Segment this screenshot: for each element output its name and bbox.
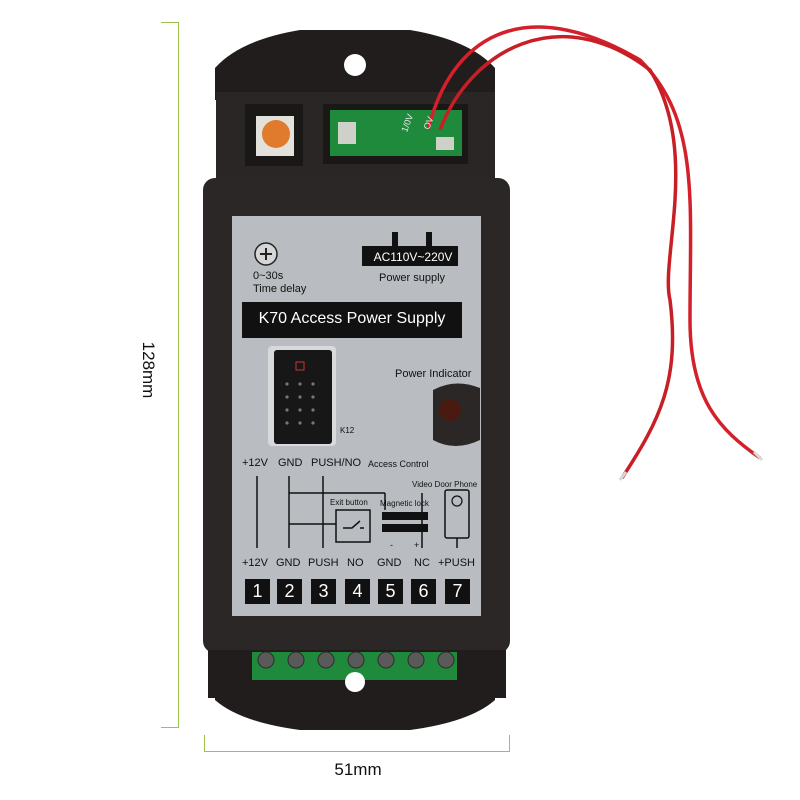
terminal-number-2: 2 (277, 579, 302, 604)
lock-positive-label: + (414, 540, 420, 550)
red-wire-1 (426, 25, 762, 460)
height-dimension-tick-top (161, 22, 179, 23)
bottom-label-no: NO (347, 557, 364, 569)
power-supply-label: Power supply (379, 272, 446, 284)
access-control-label: Access Control (368, 459, 429, 469)
keypad-icon (274, 350, 332, 444)
pcb-component (338, 122, 356, 144)
wiring-diagram (256, 476, 423, 548)
video-door-phone-label: Video Door Phone (412, 480, 478, 489)
width-dimension-label: 51mm (334, 760, 382, 779)
height-dimension-tick-bottom (161, 727, 179, 728)
bottom-label-gnd-2: GND (377, 557, 402, 569)
width-dimension-tick-right (509, 735, 510, 752)
terminal-number-5: 5 (378, 579, 403, 604)
terminal-number-1: 1 (245, 579, 270, 604)
top-label-push-no: PUSH/NO (311, 457, 362, 469)
exit-button-label: Exit button (330, 498, 368, 507)
pcb-component-2 (436, 137, 454, 150)
bottom-label-push-plus: +PUSH (438, 557, 475, 569)
red-wire-2 (438, 34, 678, 479)
bottom-label-nc: NC (414, 557, 430, 569)
width-dimension-line (204, 751, 510, 752)
magnetic-lock-label: Magnetic lock (380, 499, 429, 508)
top-label-gnd: GND (278, 457, 303, 469)
keypad-model-label: K12 (340, 426, 355, 435)
lock-negative-label: - (390, 540, 393, 550)
terminal-screws (257, 651, 455, 669)
height-dimension-line (178, 22, 179, 728)
terminal-number-4: 4 (345, 579, 370, 604)
device-title: K70 Access Power Supply (258, 310, 446, 327)
power-indicator-led-icon (439, 399, 461, 421)
bottom-label-gnd: GND (276, 557, 301, 569)
terminal-number-7: 7 (445, 579, 470, 604)
bottom-mounting-hole (345, 672, 365, 692)
width-dimension-tick-left (204, 735, 205, 752)
plug-symbol-icon (362, 232, 458, 266)
time-range-label: 0~30s (253, 270, 284, 282)
magnetic-lock-symbol-icon (382, 512, 428, 520)
terminal-number-3: 3 (311, 579, 336, 604)
exit-button-symbol-icon (335, 509, 371, 543)
bottom-label-12v: +12V (242, 557, 268, 569)
terminal-number-6: 6 (411, 579, 436, 604)
time-delay-label: Time delay (253, 283, 307, 295)
input-voltage-label: AC110V~220V (373, 250, 453, 264)
power-indicator-label: Power Indicator (395, 368, 472, 380)
bottom-mounting-flange (215, 695, 495, 730)
top-label-12v: +12V (242, 457, 268, 469)
potentiometer-knob-icon (262, 120, 290, 148)
top-mounting-hole (344, 54, 366, 76)
title-bar (242, 302, 462, 338)
bottom-label-push: PUSH (308, 557, 339, 569)
